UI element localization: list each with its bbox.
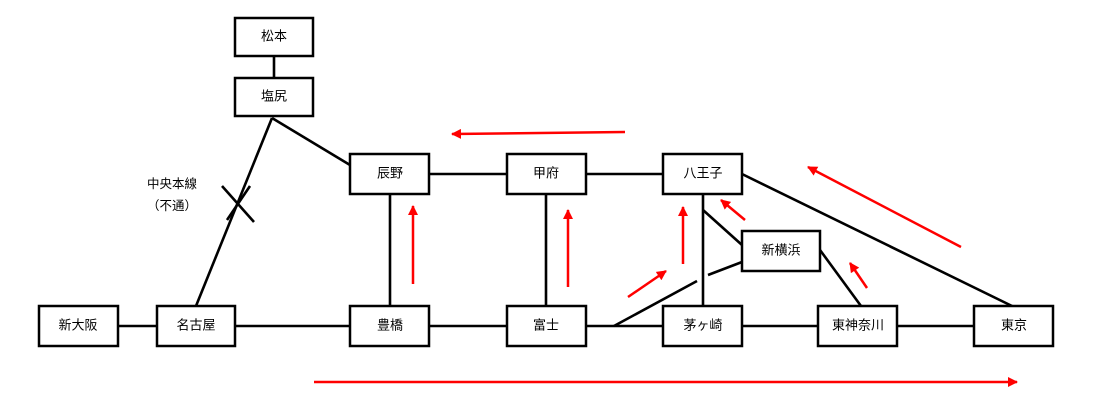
station-shiojiri: 塩尻 <box>233 76 315 118</box>
arrow-shinyokohama-to-hachioji <box>720 199 746 221</box>
station-tokyo: 東京 <box>972 304 1055 348</box>
station-label: 新大阪 <box>58 318 97 334</box>
station-fuji: 富士 <box>505 304 588 348</box>
track-shinyokohama-higashikanagawa <box>818 249 863 307</box>
station-label: 東神奈川 <box>832 318 884 334</box>
track-fuji-branch <box>613 279 698 328</box>
chuo-line-status: （不通） <box>147 198 197 213</box>
track-lines <box>118 56 1013 328</box>
track-shiojiri-tatsuno <box>271 116 351 167</box>
station-label: 名古屋 <box>176 318 215 334</box>
station-chigasaki: 茅ヶ崎 <box>661 304 744 348</box>
arrow-top-westbound <box>451 128 626 139</box>
station-label: 辰野 <box>377 167 403 182</box>
track-hachioji-tokyo <box>741 172 1013 308</box>
station-label: 新横浜 <box>761 243 800 259</box>
track-shinyokohama-branch <box>707 260 743 277</box>
station-shin-osaka: 新大阪 <box>37 304 120 348</box>
station-hachioji: 八王子 <box>661 152 744 196</box>
station-higashi-kanagawa: 東神奈川 <box>816 304 899 348</box>
arrow-fuji-branch-diagonal <box>627 269 667 299</box>
station-nagoya: 名古屋 <box>155 304 237 348</box>
station-label: 甲府 <box>533 167 559 182</box>
station-label: 富士 <box>533 318 559 334</box>
arrow-tokyo-to-hachioji <box>807 165 962 249</box>
station-shin-yokohama: 新横浜 <box>740 229 822 273</box>
station-label: 八王子 <box>683 167 722 182</box>
station-label: 茅ヶ崎 <box>683 319 722 334</box>
track-shiojiri-nagoya <box>194 117 274 307</box>
route-arrows <box>314 128 1018 387</box>
chuo-line-label: 中央本線 <box>147 176 198 191</box>
arrow-higashikanagawa-up <box>848 262 869 289</box>
station-toyohashi: 豊橋 <box>348 304 431 348</box>
station-kofu: 甲府 <box>505 152 588 196</box>
station-tatsuno: 辰野 <box>348 152 431 196</box>
station-label: 東京 <box>1001 318 1027 334</box>
track-hachioji-shinyokohama <box>702 209 743 246</box>
station-label: 塩尻 <box>261 90 287 105</box>
station-matsumoto: 松本 <box>233 16 315 58</box>
station-label: 豊橋 <box>377 319 403 334</box>
disruption-cross-mark <box>221 185 255 223</box>
station-label: 松本 <box>261 30 287 45</box>
